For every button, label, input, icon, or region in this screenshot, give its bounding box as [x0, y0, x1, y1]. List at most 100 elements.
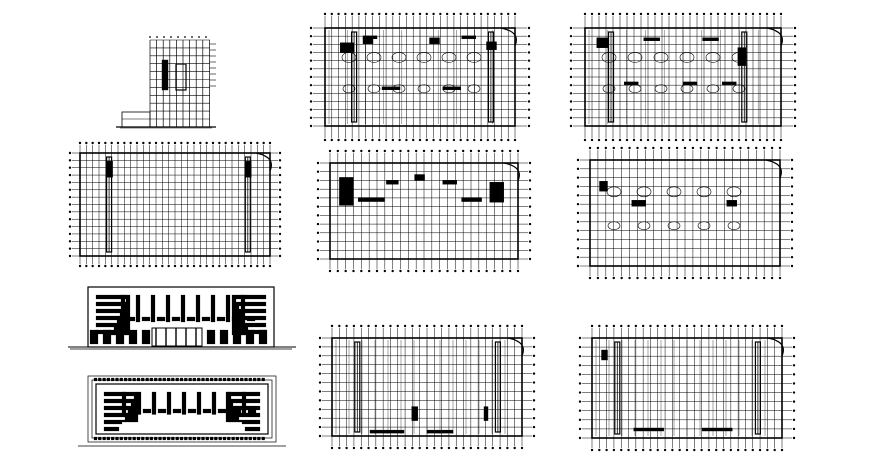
drawing-stroke	[119, 436, 123, 441]
drawing-stroke	[707, 276, 710, 280]
drawing-stroke	[357, 12, 361, 16]
drawing-stroke	[68, 218, 72, 221]
drawing-stroke	[231, 436, 235, 441]
drawing-stroke	[411, 446, 414, 450]
drawing-stroke	[192, 436, 196, 441]
drawing-stroke	[532, 408, 536, 411]
drawing-stroke	[154, 436, 158, 441]
drawing-stroke	[627, 52, 643, 63]
drawing-stroke	[227, 436, 231, 441]
drawing-stroke	[162, 377, 166, 382]
drawing-stroke	[318, 345, 322, 349]
drawing-stroke	[527, 108, 531, 111]
drawing-stroke	[192, 264, 196, 268]
drawing-stroke	[469, 149, 473, 153]
drawing-stroke	[528, 222, 532, 226]
drawing-stroke	[318, 363, 322, 366]
drawing-stroke	[278, 247, 282, 250]
drawing-stroke	[232, 398, 261, 404]
drawing-stroke	[192, 141, 196, 145]
drawing-stroke	[660, 12, 664, 16]
drawing-stroke	[793, 59, 797, 62]
drawing-stroke	[527, 83, 531, 87]
drawing-stroke	[726, 200, 737, 207]
drawing-stroke	[93, 436, 98, 441]
drawing-stroke	[479, 12, 483, 16]
drawing-stroke	[793, 116, 797, 120]
drawing-stroke	[679, 52, 695, 63]
drawing-stroke	[790, 176, 794, 179]
drawing-stroke	[726, 186, 742, 198]
floor-plan-middle-right	[576, 146, 794, 280]
drawing-stroke	[569, 92, 573, 95]
drawing-stroke	[171, 436, 175, 441]
drawing-stroke	[466, 12, 469, 16]
drawing-stroke	[590, 448, 594, 452]
drawing-stroke	[226, 391, 232, 415]
drawing-stroke	[338, 324, 341, 328]
floor-plan-middle-left	[68, 141, 282, 268]
drawing-stroke	[569, 43, 573, 46]
drawing-stroke	[165, 294, 171, 323]
drawing-stroke	[167, 141, 170, 145]
drawing-stroke	[751, 324, 754, 328]
drawing-stroke	[141, 316, 151, 322]
drawing-stroke	[374, 446, 378, 450]
drawing-stroke	[211, 264, 215, 268]
drawing-stroke	[792, 364, 796, 367]
drawing-stroke	[590, 12, 594, 16]
drawing-stroke	[576, 255, 580, 259]
drawing-stroke	[601, 349, 608, 361]
drawing-stroke	[257, 377, 261, 382]
drawing-stroke	[103, 412, 126, 418]
drawing-stroke	[578, 427, 582, 431]
drawing-stroke	[247, 408, 257, 414]
drawing-stroke	[116, 264, 120, 268]
drawing-stroke	[425, 12, 428, 16]
drawing-stroke	[765, 159, 782, 179]
drawing-stroke	[618, 138, 622, 142]
drawing-stroke	[132, 377, 136, 382]
drawing-stroke	[367, 324, 370, 328]
drawing-stroke	[316, 170, 320, 173]
drawing-stroke	[323, 12, 327, 16]
drawing-stroke	[646, 138, 650, 142]
drawing-stroke	[569, 116, 573, 120]
drawing-stroke	[399, 149, 402, 153]
drawing-stroke	[641, 448, 645, 452]
drawing-stroke	[87, 375, 277, 443]
drawing-stroke	[195, 294, 201, 323]
drawing-stroke	[578, 354, 582, 358]
drawing-stroke	[141, 436, 145, 441]
drawing-stroke	[758, 138, 762, 142]
drawing-stroke	[527, 124, 531, 128]
drawing-stroke	[318, 408, 322, 411]
drawing-stroke	[508, 269, 512, 273]
drawing-stroke	[68, 240, 72, 243]
drawing-stroke	[68, 254, 72, 258]
drawing-stroke	[681, 138, 685, 142]
drawing-stroke	[700, 448, 703, 452]
drawing-stroke	[214, 436, 218, 441]
drawing-stroke	[240, 294, 246, 323]
drawing-stroke	[158, 436, 162, 441]
drawing-stroke	[591, 337, 783, 439]
drawing-stroke	[730, 138, 734, 142]
drawing-stroke	[367, 149, 371, 153]
drawing-stroke	[620, 448, 623, 452]
drawing-stroke	[702, 138, 706, 142]
drawing-stroke	[790, 247, 794, 250]
drawing-stroke	[596, 37, 609, 48]
drawing-stroke	[224, 141, 227, 145]
drawing-stroke	[678, 448, 681, 452]
drawing-stroke	[646, 12, 650, 16]
drawing-stroke	[527, 92, 531, 95]
floor-plan-top-middle	[309, 12, 531, 142]
drawing-stroke	[278, 254, 282, 258]
drawing-stroke	[246, 316, 256, 322]
drawing-stroke	[97, 141, 101, 145]
drawing-stroke	[318, 390, 322, 393]
drawing-stroke	[500, 27, 517, 47]
drawing-stroke	[528, 196, 532, 200]
drawing-stroke	[391, 138, 395, 142]
